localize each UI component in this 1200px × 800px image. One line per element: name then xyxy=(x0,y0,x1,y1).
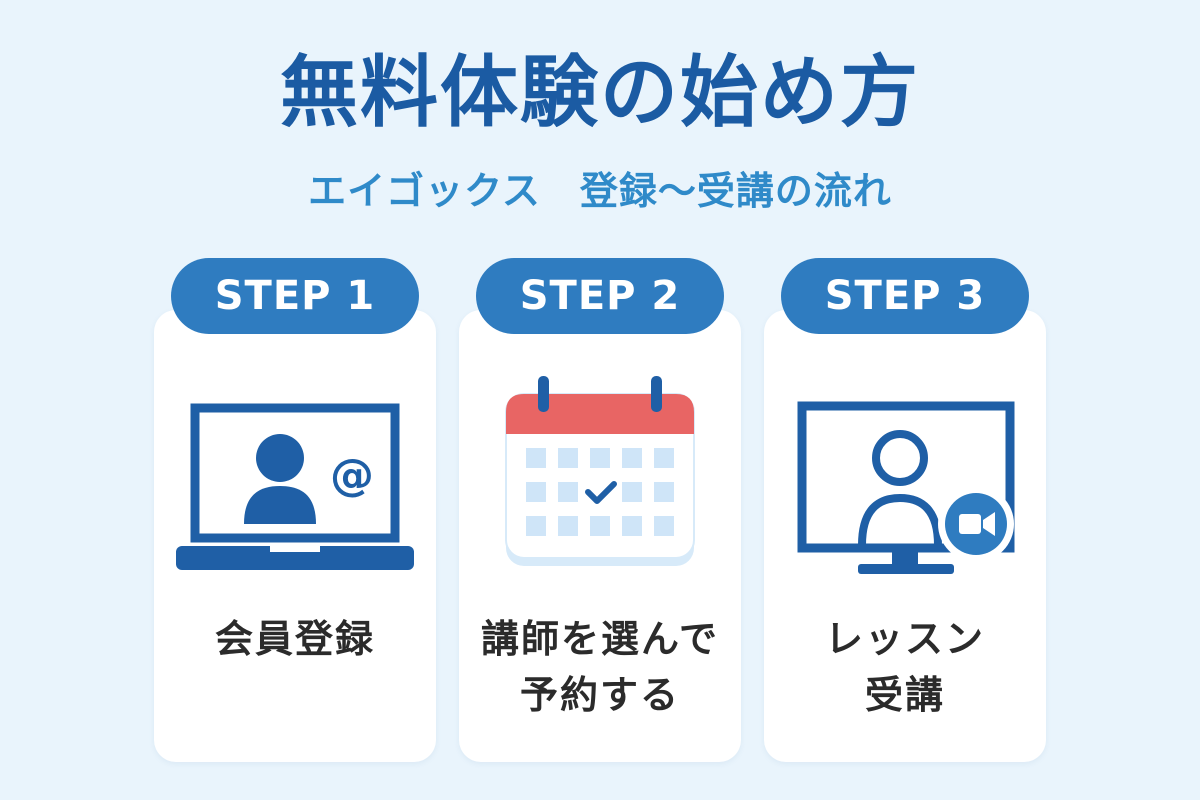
step-badge-3: STEP 3 xyxy=(781,258,1029,334)
step-badge-2: STEP 2 xyxy=(476,258,724,334)
at-symbol: @ xyxy=(330,450,374,501)
step-badge-1: STEP 1 xyxy=(171,258,419,334)
page-title: 無料体験の始め方 xyxy=(279,48,920,138)
laptop-user-icon: @ xyxy=(176,403,414,570)
step-label-2-line2: 予約する xyxy=(519,673,680,717)
calendar-check-icon xyxy=(505,376,695,566)
step-label-3-line2: 受講 xyxy=(864,673,945,717)
step-label-3-line1: レッスン xyxy=(824,617,985,661)
step-label-2-line1: 講師を選んで xyxy=(480,617,720,661)
monitor-video-icon xyxy=(797,401,1015,574)
step-label-1: 会員登録 xyxy=(214,617,375,661)
page-subtitle: エイゴックス 登録〜受講の流れ xyxy=(308,169,892,213)
